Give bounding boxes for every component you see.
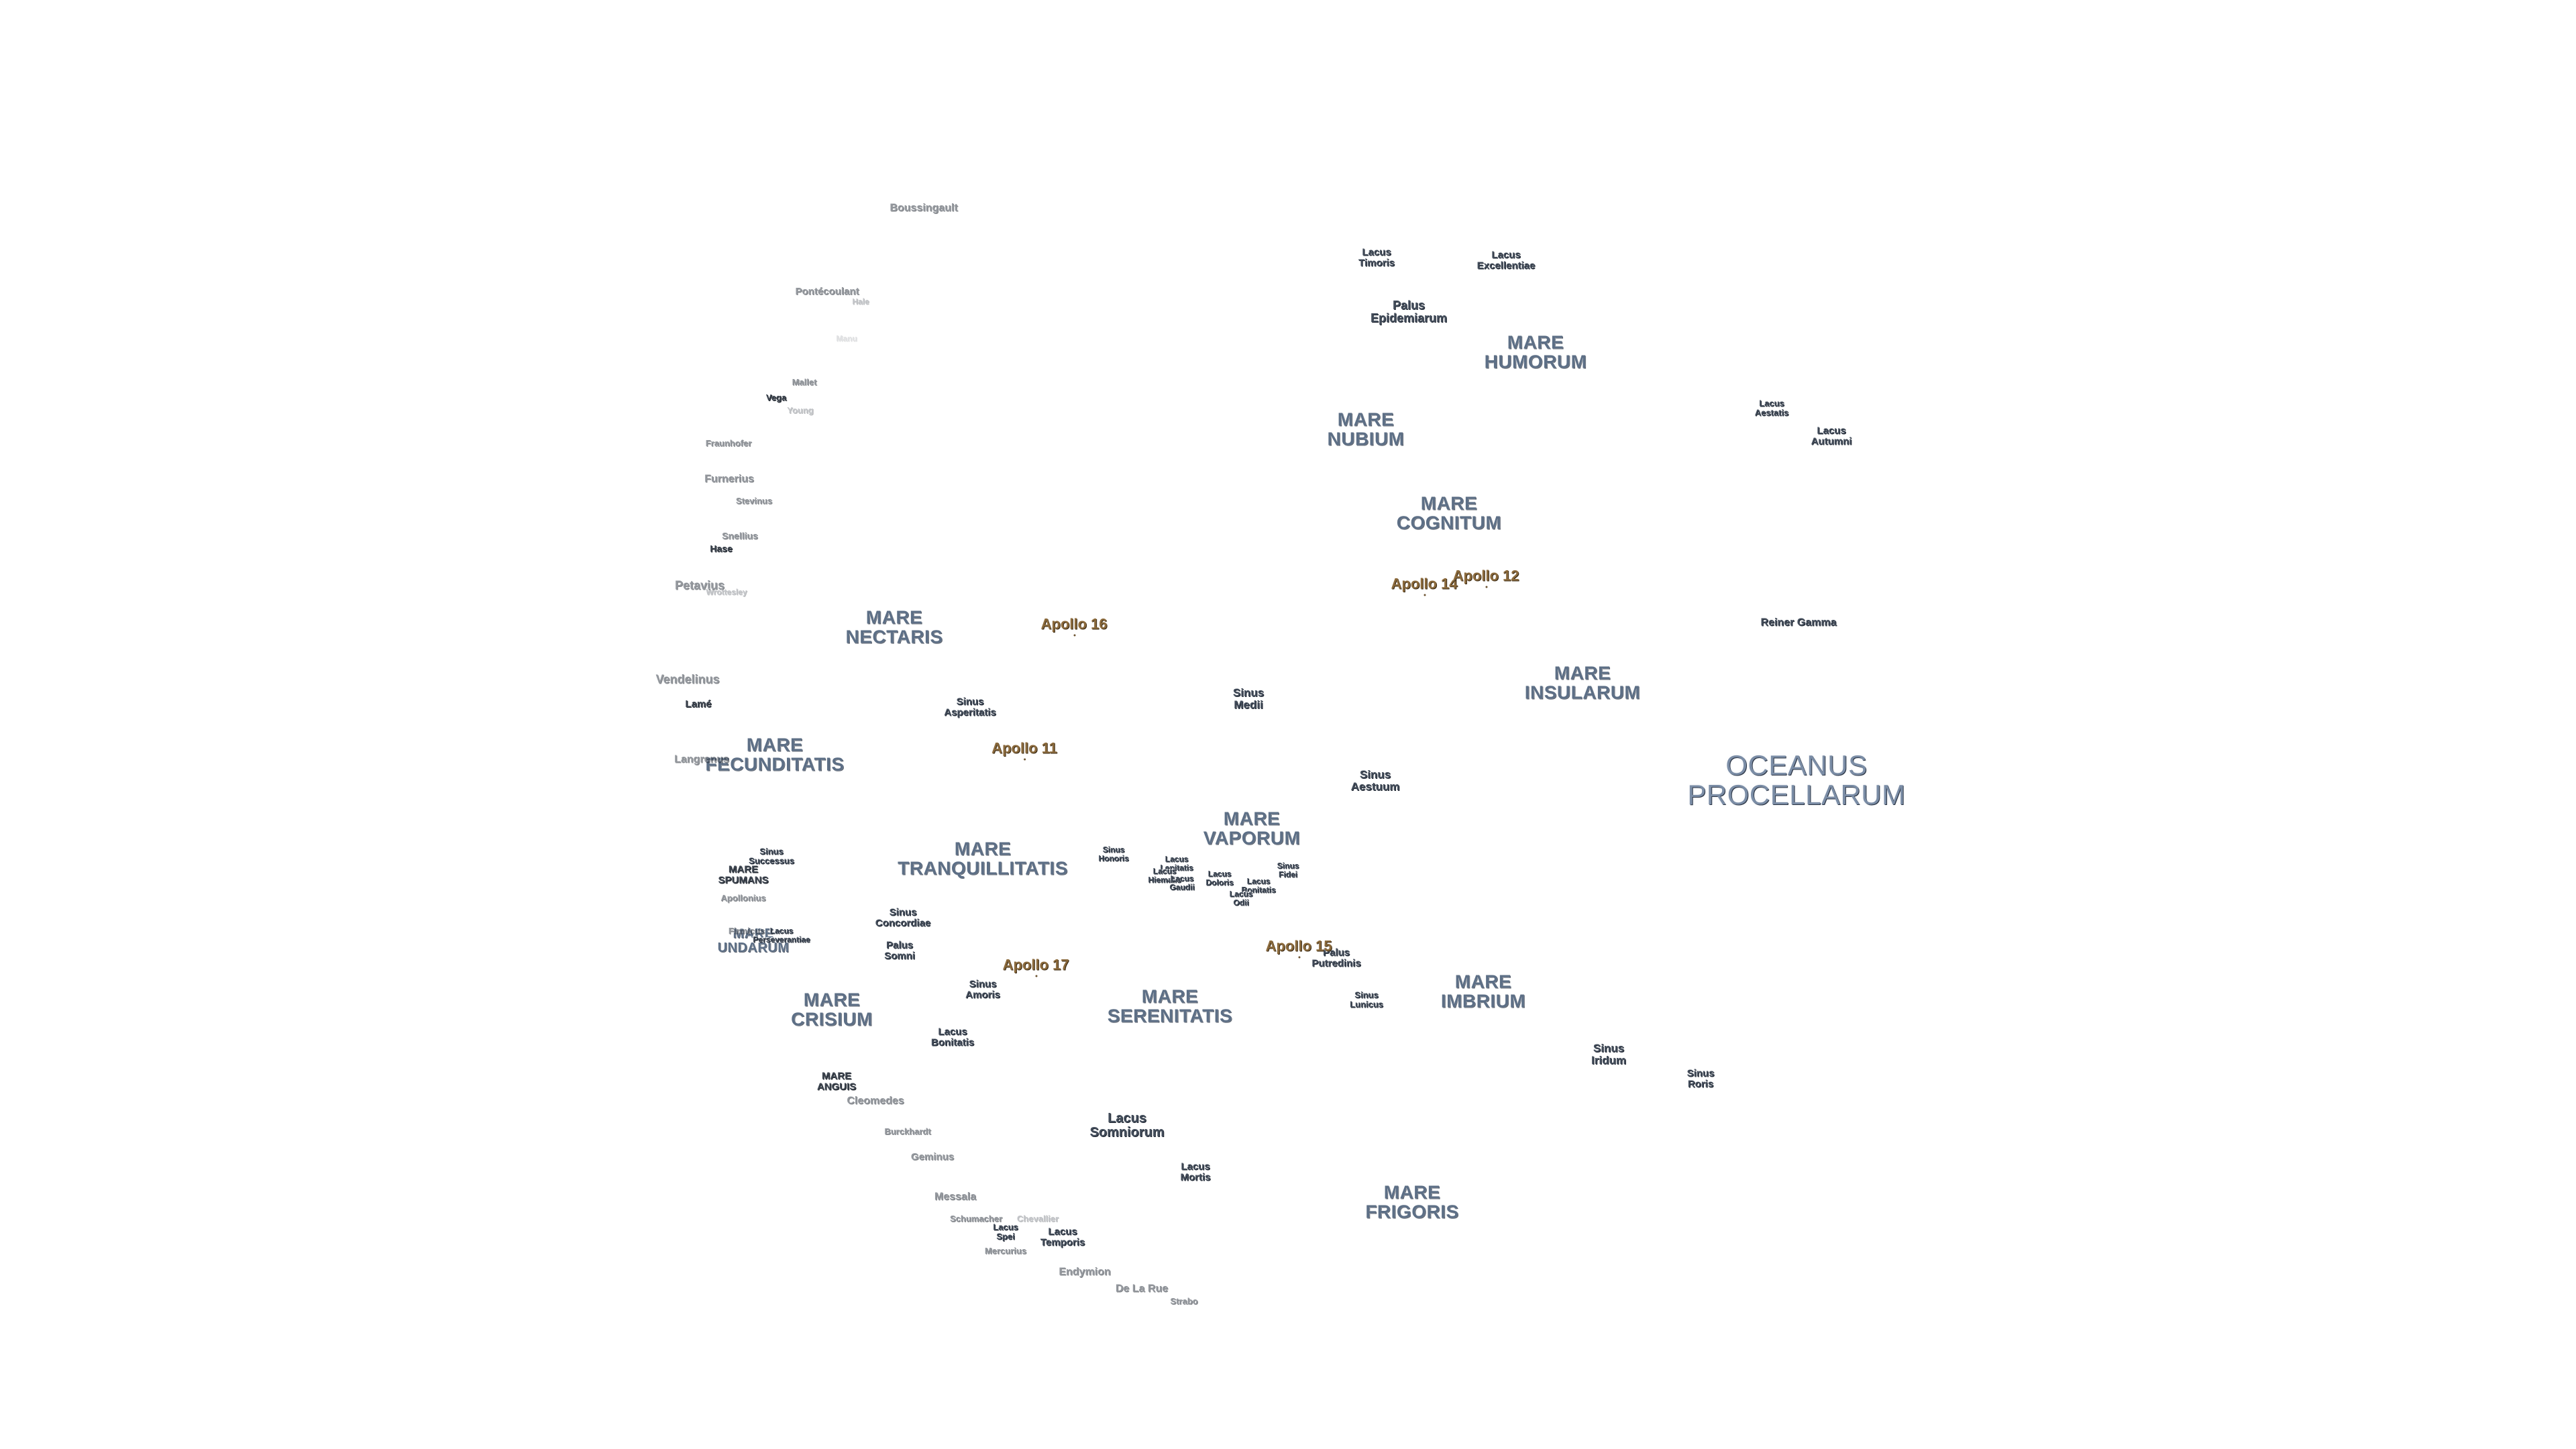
crater-snellius-label: Snellius [722,530,758,541]
crater-strabo-label: Strabo [1170,1296,1198,1307]
apollo-12-marker[interactable]: Apollo 12 [1452,567,1519,588]
apollo-17-marker[interactable]: Apollo 17 [1002,956,1069,977]
crater-apollonius-label: Apollonius [720,893,766,904]
crater-endymion-label: Endymion [1059,1266,1111,1278]
crater-schumacher-label: Schumacher [949,1214,1003,1224]
apollo-16-marker[interactable]: Apollo 16 [1040,615,1108,637]
apollo-11-marker[interactable]: Apollo 11 [991,739,1057,761]
crater-stevinus-label: Stevinus [735,496,773,506]
crater-firmicus-label: Firmicus [728,926,765,936]
crater-wrottesley-label: Wrottesley [706,587,747,597]
reiner-gamma-label: Reiner Gamma [1760,616,1837,629]
crater-boussingault-label: Boussingault [890,202,958,214]
crater-langrenus-label: Langrenus [674,753,729,765]
crater-burckhardt-label: Burckhardt [884,1126,931,1137]
crater-messala-label: Messala [934,1191,977,1203]
crater-cleomedes-label: Cleomedes [847,1095,904,1107]
crater-furnerius-label: Furnerius [704,473,754,485]
crater-vega-label: Vega [765,392,787,403]
crater-chevallier-label: Chevallier [1016,1214,1059,1224]
crater-manu-label: Manu [836,333,857,343]
crater-hale-label: Hale [852,297,869,307]
crater-fraunhofer-label: Fraunhofer [705,438,752,449]
crater-petavius-label: Petavius [674,578,725,592]
apollo-15-marker[interactable]: Apollo 15 [1265,937,1332,959]
crater-hase-label: Hase [710,543,733,554]
crater-young-label: Young [787,405,814,416]
crater-lame-label: Lamé [685,698,712,710]
crater-mercurius-label: Mercurius [984,1246,1027,1256]
crater-geminus-label: Geminus [910,1151,955,1163]
crater-pontecoulant-label: Pontécoulant [795,286,859,298]
crater-de-la-rue-label: De La Rue [1115,1283,1169,1295]
crater-mallet-label: Mallet [792,377,817,388]
apollo-14-marker[interactable]: Apollo 14 [1391,575,1458,596]
crater-vendelinus-label: Vendelinus [655,672,720,686]
